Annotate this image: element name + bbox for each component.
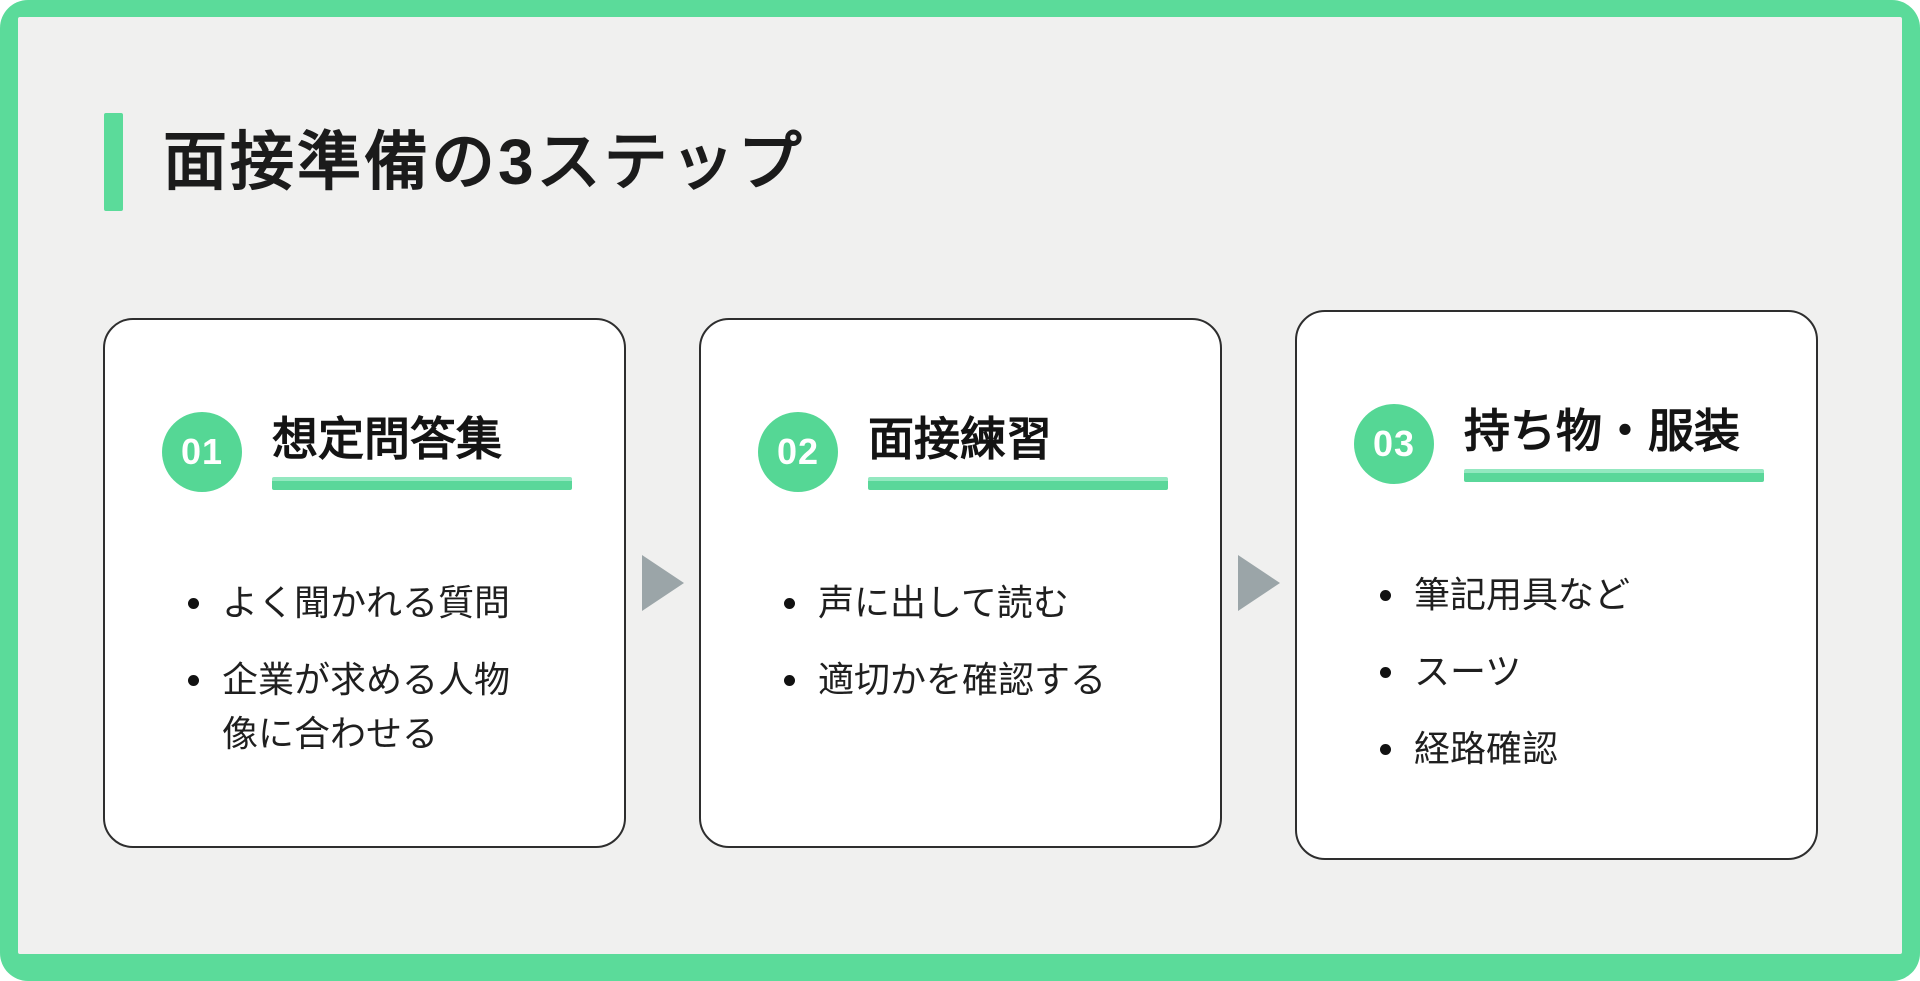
step-title-wrap-2: 面接練習	[868, 414, 1168, 490]
step-card-3: 03 持ち物・服装 筆記用具など スーツ	[1295, 310, 1818, 860]
step-title-wrap-1: 想定問答集	[272, 414, 572, 490]
bullet-dot-icon	[1380, 590, 1391, 601]
step-card-1-header: 01 想定問答集	[162, 412, 604, 492]
bullet-dot-icon	[188, 675, 199, 686]
step-number-badge-1: 01	[162, 412, 242, 492]
step-title-wrap-3: 持ち物・服装	[1464, 406, 1764, 482]
bullet-item: よく聞かれる質問	[162, 576, 604, 630]
step-card-2: 02 面接練習 声に出して読む 適切かを確認する	[699, 318, 1222, 848]
step-title-3: 持ち物・服装	[1464, 405, 1740, 458]
step-bullet-list-3: 筆記用具など スーツ 経路確認	[1354, 568, 1796, 776]
bullet-text: スーツ	[1414, 651, 1522, 692]
step-number-badge-2: 02	[758, 412, 838, 492]
bullet-item: 筆記用具など	[1354, 568, 1796, 622]
bullet-text: 適切かを確認する	[818, 659, 1107, 700]
bullet-text: 筆記用具など	[1414, 574, 1631, 615]
right-arrow-icon	[1237, 555, 1280, 611]
page-title-block: 面接準備の3ステップ	[104, 113, 805, 211]
bullet-text: 経路確認	[1414, 728, 1559, 769]
step-title-1: 想定問答集	[272, 413, 502, 466]
bullet-dot-icon	[784, 598, 795, 609]
step-bullet-list-1: よく聞かれる質問 企業が求める人物像に合わせる	[162, 576, 604, 761]
step-arrow-cell-1	[626, 310, 699, 856]
title-accent-bar	[104, 113, 123, 211]
bullet-text: 企業が求める人物像に合わせる	[222, 659, 511, 754]
step-card-1: 01 想定問答集 よく聞かれる質問 企業が求める人物像に合わせる	[103, 318, 626, 848]
bullet-dot-icon	[1380, 744, 1391, 755]
title-underline-2	[868, 476, 1168, 490]
bullet-dot-icon	[188, 598, 199, 609]
right-arrow-icon	[641, 555, 684, 611]
bullet-text: よく聞かれる質問	[222, 582, 511, 623]
slide-canvas: 面接準備の3ステップ 01 想定問答集 よく聞かれる質問	[18, 17, 1902, 954]
step-number-badge-3: 03	[1354, 404, 1434, 484]
step-card-2-header: 02 面接練習	[758, 412, 1200, 492]
bullet-item: 経路確認	[1354, 722, 1796, 776]
bullet-item: 適切かを確認する	[758, 653, 1200, 707]
bullet-item: 声に出して読む	[758, 576, 1200, 630]
bullet-dot-icon	[784, 675, 795, 686]
page-title: 面接準備の3ステップ	[163, 125, 805, 198]
step-bullet-list-2: 声に出して読む 適切かを確認する	[758, 576, 1200, 707]
title-underline-3	[1464, 468, 1764, 482]
steps-row: 01 想定問答集 よく聞かれる質問 企業が求める人物像に合わせる	[103, 310, 1818, 860]
step-arrow-cell-2	[1222, 310, 1295, 856]
title-underline-1	[272, 476, 572, 490]
bullet-item: スーツ	[1354, 645, 1796, 699]
step-card-3-header: 03 持ち物・服装	[1354, 404, 1796, 484]
bullet-dot-icon	[1380, 667, 1391, 678]
bullet-item: 企業が求める人物像に合わせる	[162, 653, 604, 761]
bullet-text: 声に出して読む	[818, 582, 1069, 623]
step-title-2: 面接練習	[868, 413, 1052, 466]
